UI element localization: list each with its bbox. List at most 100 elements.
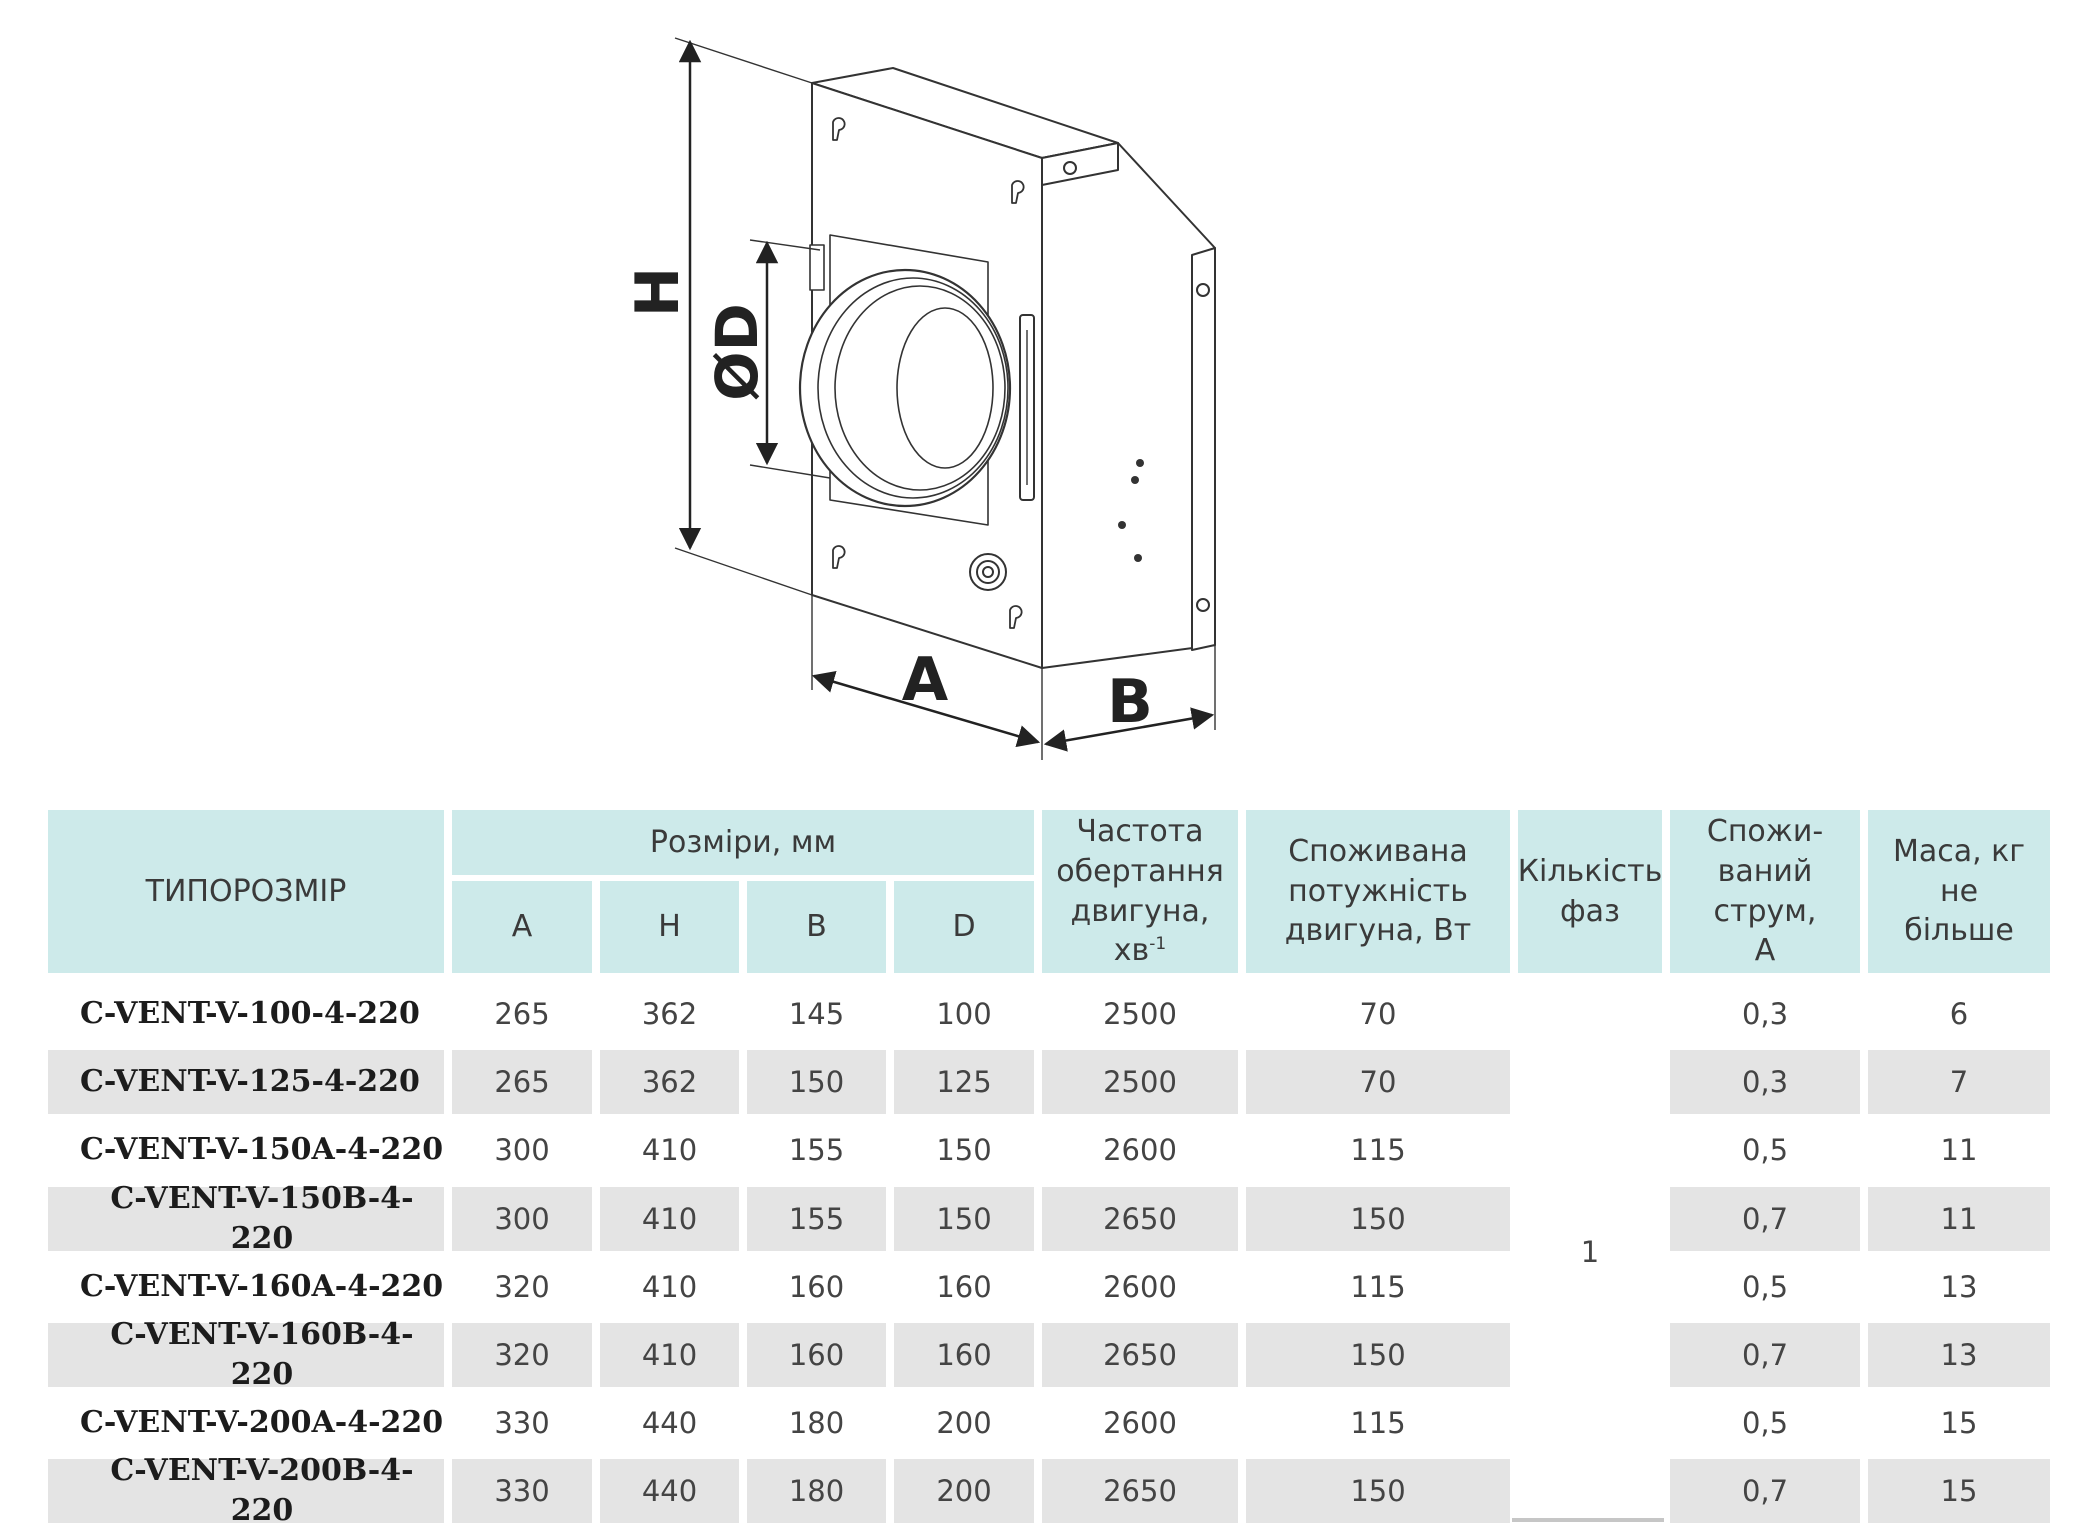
table-cell-power: 150	[1246, 1323, 1510, 1387]
table-cell-speed: 2600	[1103, 1405, 1177, 1440]
dim-arrow-b	[1043, 707, 1215, 752]
duct-ring-3	[834, 285, 1006, 491]
phases-merged-cell: 1	[1580, 1234, 1600, 1269]
header-dim-d: D	[894, 881, 1034, 973]
header-phases: Кількість фаз	[1518, 810, 1662, 973]
table-cell-current: 0,3	[1670, 1050, 1860, 1114]
table-cell-d: 150	[894, 1187, 1034, 1251]
table-cell-mass: 13	[1868, 1323, 2050, 1387]
table-cell-h: 410	[641, 1132, 698, 1167]
table-cell-d: 160	[894, 1323, 1034, 1387]
table-cell-power: 70	[1359, 996, 1397, 1031]
table-row-model: C-VENT-V-100-4-220	[80, 996, 420, 1032]
table-cell-current: 0,7	[1670, 1187, 1860, 1251]
table-cell-mass: 11	[1940, 1132, 1978, 1167]
table-cell-current: 0,5	[1741, 1405, 1789, 1440]
cable-gland	[969, 553, 1023, 629]
table-cell-b: 155	[788, 1132, 845, 1167]
table-cell-mass: 15	[1868, 1459, 2050, 1523]
phases-bottom-rule	[1512, 1518, 1664, 1522]
side-indicator-dots	[1118, 459, 1144, 562]
header-dim-h: H	[600, 881, 739, 973]
table-cell-d: 160	[936, 1269, 992, 1304]
table-cell-a: 330	[494, 1405, 550, 1440]
table-row-model: C-VENT-V-150A-4-220	[80, 1132, 444, 1168]
table-cell-speed: 2600	[1103, 1132, 1177, 1167]
duct-ring-2	[817, 277, 1009, 499]
table-cell-power: 115	[1350, 1405, 1406, 1440]
table-cell-a: 320	[452, 1323, 592, 1387]
table-cell-current: 0,3	[1741, 996, 1789, 1031]
table-cell-power: 115	[1350, 1132, 1406, 1167]
table-cell-h: 410	[641, 1269, 698, 1304]
table-cell-d: 150	[936, 1132, 992, 1167]
table-cell-b: 145	[788, 996, 845, 1031]
header-speed-sup: -1	[1149, 934, 1167, 955]
table-cell-b: 150	[747, 1050, 886, 1114]
keyhole-slots	[832, 117, 1025, 569]
flange-bolt-top	[1196, 283, 1210, 297]
table-cell-speed: 2500	[1103, 996, 1177, 1031]
table-cell-a: 300	[452, 1187, 592, 1251]
flange-bolt-bottom	[1196, 598, 1210, 612]
duct-outer-ring	[798, 268, 1012, 508]
table-row-model: C-VENT-V-160B-4-220	[48, 1317, 444, 1392]
table-cell-speed: 2500	[1042, 1050, 1238, 1114]
table-cell-mass: 7	[1868, 1050, 2050, 1114]
table-cell-a: 330	[452, 1459, 592, 1523]
table-cell-b: 180	[788, 1405, 845, 1440]
table-cell-speed: 2650	[1042, 1187, 1238, 1251]
table-cell-power: 150	[1246, 1187, 1510, 1251]
table-cell-current: 0,7	[1670, 1323, 1860, 1387]
table-cell-mass: 13	[1940, 1269, 1978, 1304]
table-cell-h: 440	[600, 1459, 739, 1523]
table-cell-current: 0,5	[1741, 1269, 1789, 1304]
top-bracket	[1041, 142, 1119, 186]
table-cell-speed: 2600	[1103, 1269, 1177, 1304]
table-cell-h: 362	[641, 996, 698, 1031]
header-power: Споживана потужність двигуна, Вт	[1246, 810, 1510, 973]
table-cell-d: 200	[894, 1459, 1034, 1523]
table-cell-h: 410	[600, 1187, 739, 1251]
header-speed-text: Частота обертання двигуна, хв	[1056, 813, 1224, 969]
product-drawing: H ØD A B	[623, 37, 1216, 760]
side-flange	[1191, 247, 1216, 651]
table-cell-b: 155	[747, 1187, 886, 1251]
table-row-model: C-VENT-V-160A-4-220	[80, 1269, 444, 1305]
left-latch	[809, 244, 825, 291]
table-cell-d: 200	[936, 1405, 992, 1440]
table-cell-b: 160	[788, 1269, 845, 1304]
table-cell-a: 265	[452, 1050, 592, 1114]
duct-inner-ring	[896, 307, 994, 469]
header-speed: Частота обертання двигуна, хв-1	[1042, 810, 1238, 973]
header-mass: Маса, кг не більше	[1868, 810, 2050, 973]
header-model: ТИПОРОЗМІР	[48, 810, 444, 973]
table-cell-h: 410	[600, 1323, 739, 1387]
table-row-model: C-VENT-V-200A-4-220	[80, 1405, 444, 1441]
dim-label-b: B	[1107, 667, 1153, 737]
table-cell-speed: 2650	[1042, 1459, 1238, 1523]
table-cell-power: 70	[1246, 1050, 1510, 1114]
table-cell-a: 300	[494, 1132, 550, 1167]
dim-label-a: A	[902, 645, 949, 715]
dim-label-h: H	[623, 267, 693, 317]
table-cell-current: 0,7	[1670, 1459, 1860, 1523]
table-cell-power: 115	[1350, 1269, 1406, 1304]
table-cell-mass: 6	[1949, 996, 1969, 1031]
table-cell-b: 180	[747, 1459, 886, 1523]
table-cell-a: 320	[494, 1269, 550, 1304]
bracket-bolt	[1063, 161, 1077, 175]
table-cell-h: 440	[641, 1405, 698, 1440]
table-cell-a: 265	[494, 996, 550, 1031]
header-dim-b: B	[747, 881, 886, 973]
table-cell-b: 160	[747, 1323, 886, 1387]
header-dim-a: A	[452, 881, 592, 973]
dim-label-d: ØD	[703, 303, 771, 400]
table-row-model: C-VENT-V-200B-4-220	[48, 1453, 444, 1528]
table-cell-d: 125	[894, 1050, 1034, 1114]
table-cell-current: 0,5	[1741, 1132, 1789, 1167]
header-dimensions-group: Розміри, мм	[452, 810, 1034, 875]
table-cell-power: 150	[1246, 1459, 1510, 1523]
table-cell-speed: 2650	[1042, 1323, 1238, 1387]
table-row-model: C-VENT-V-150B-4-220	[48, 1181, 444, 1256]
